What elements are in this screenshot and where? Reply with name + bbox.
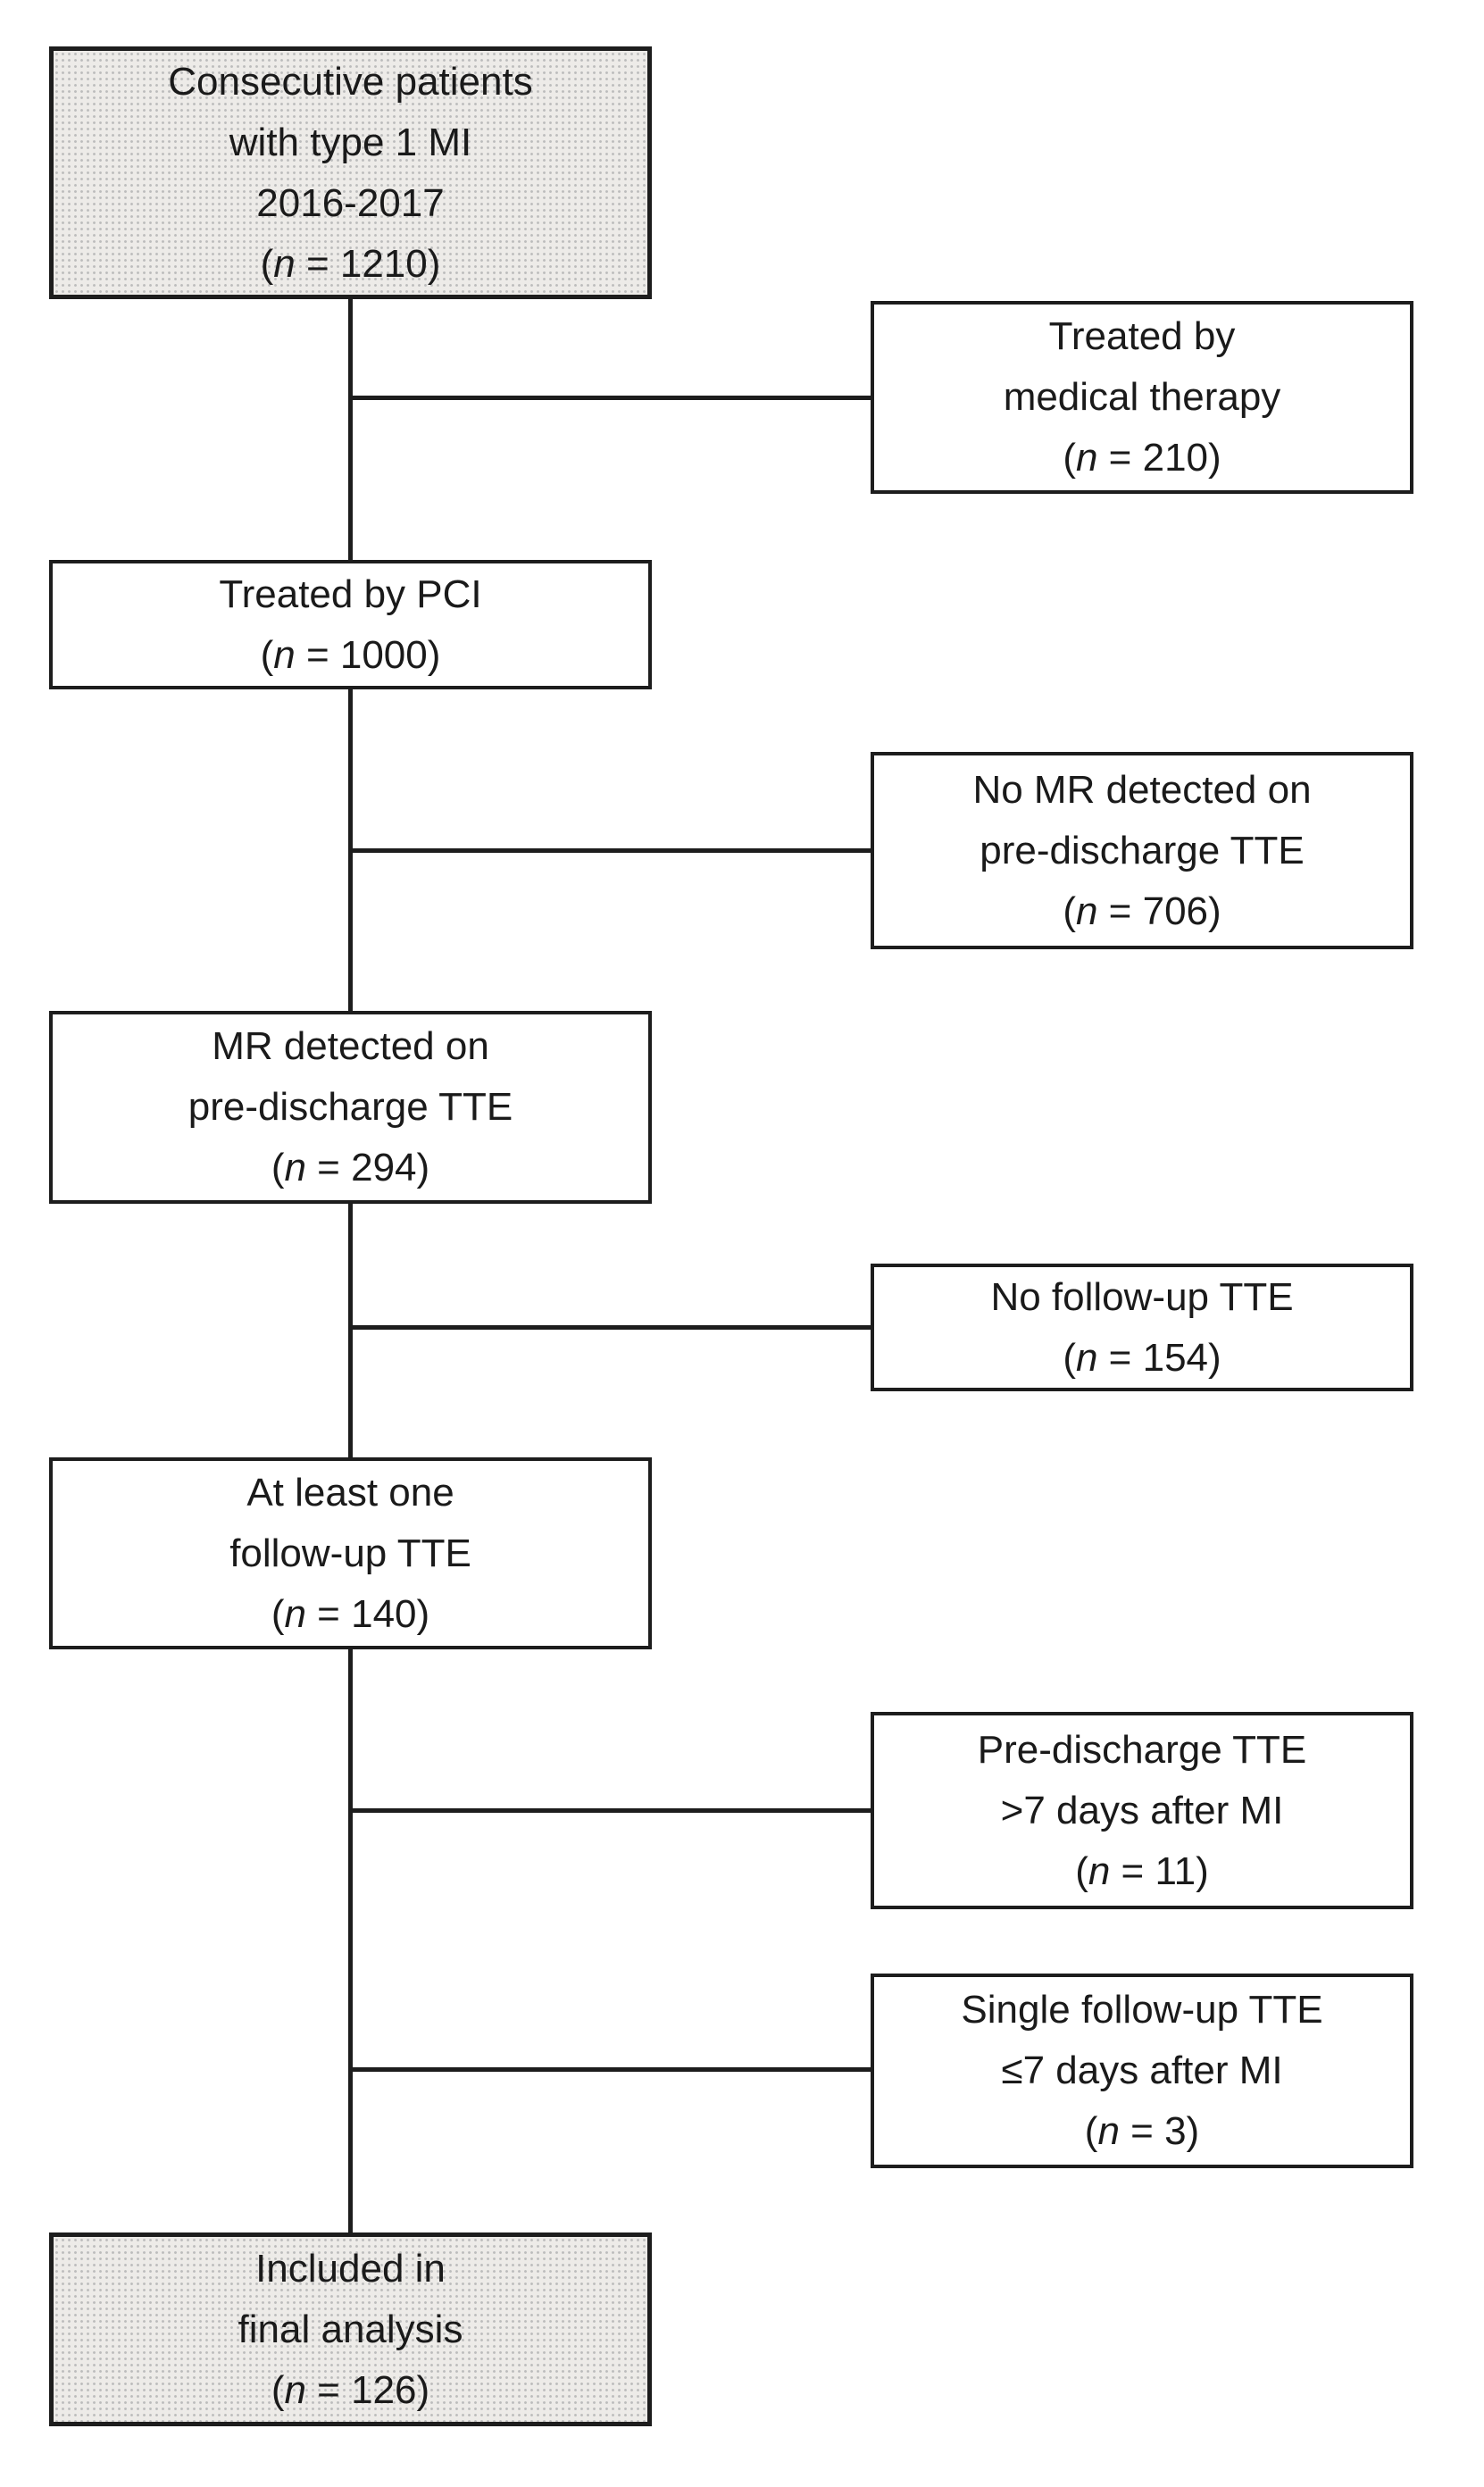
branch-to-no-mr bbox=[350, 848, 872, 853]
flow-box-final-analysis: Included in final analysis (n = 126) bbox=[49, 2232, 652, 2426]
n-paren-open: ( bbox=[1084, 2109, 1098, 2153]
box-text-line: No MR detected on bbox=[972, 767, 1312, 812]
n-value: = 294) bbox=[305, 1146, 430, 1189]
n-paren-open: ( bbox=[260, 632, 274, 677]
n-variable: n bbox=[284, 1146, 306, 1189]
box-text-line: Single follow-up TTE bbox=[961, 1988, 1323, 2032]
n-paren-open: ( bbox=[271, 1591, 285, 1636]
flow-box-followup-tte: At least one follow-up TTE (n = 140) bbox=[49, 1457, 652, 1649]
box-text-line: with type 1 MI bbox=[229, 120, 472, 164]
n-count: (n = 294) bbox=[271, 1138, 429, 1198]
box-text-line: Pre-discharge TTE bbox=[977, 1727, 1307, 1772]
box-text-line: 2016-2017 bbox=[256, 180, 445, 225]
n-variable: n bbox=[1097, 2109, 1120, 2153]
box-text-line: At least one bbox=[246, 1470, 454, 1515]
flow-box-treated-by-pci: Treated by PCI (n = 1000) bbox=[49, 560, 652, 689]
trunk-segment-4 bbox=[348, 1647, 353, 2235]
flow-box-mr-detected: MR detected on pre-discharge TTE (n = 29… bbox=[49, 1011, 652, 1204]
n-value: = 11) bbox=[1110, 1849, 1209, 1893]
branch-to-predischarge-late bbox=[350, 1808, 872, 1813]
box-text-line: Consecutive patients bbox=[168, 59, 533, 104]
branch-to-medical-therapy bbox=[350, 396, 872, 400]
flow-box-consecutive-patients: Consecutive patients with type 1 MI 2016… bbox=[49, 46, 652, 299]
n-value: = 706) bbox=[1097, 889, 1221, 933]
n-variable: n bbox=[1075, 889, 1098, 933]
n-paren-open: ( bbox=[1075, 1849, 1088, 1893]
exclusion-box-medical-therapy: Treated by medical therapy (n = 210) bbox=[871, 301, 1413, 494]
n-paren-open: ( bbox=[1063, 1335, 1076, 1380]
box-text-line: pre-discharge TTE bbox=[188, 1085, 513, 1129]
n-paren-open: ( bbox=[1063, 436, 1076, 480]
n-variable: n bbox=[1075, 436, 1098, 480]
n-variable: n bbox=[1075, 1335, 1098, 1380]
exclusion-box-no-mr: No MR detected on pre-discharge TTE (n =… bbox=[871, 752, 1413, 949]
n-value: = 3) bbox=[1119, 2109, 1200, 2153]
box-text-line: final analysis bbox=[238, 2307, 463, 2351]
n-count: (n = 126) bbox=[271, 2360, 429, 2421]
n-count: (n = 1000) bbox=[261, 625, 441, 686]
exclusion-box-single-followup: Single follow-up TTE ≤7 days after MI (n… bbox=[871, 1974, 1413, 2168]
n-value: = 126) bbox=[305, 2367, 430, 2412]
n-count: (n = 210) bbox=[1063, 428, 1221, 488]
trunk-segment-3 bbox=[348, 1201, 353, 1460]
n-variable: n bbox=[1088, 1849, 1111, 1893]
box-text-line: pre-discharge TTE bbox=[980, 828, 1305, 872]
branch-to-no-followup bbox=[350, 1325, 872, 1330]
box-text-line: Treated by PCI bbox=[219, 572, 482, 616]
n-count: (n = 154) bbox=[1063, 1328, 1221, 1389]
n-count: (n = 11) bbox=[1075, 1841, 1209, 1902]
exclusion-box-no-followup: No follow-up TTE (n = 154) bbox=[871, 1264, 1413, 1391]
box-text-line: MR detected on bbox=[212, 1024, 489, 1068]
n-paren-open: ( bbox=[271, 1146, 285, 1189]
n-paren-open: ( bbox=[271, 2367, 285, 2412]
box-text-line: medical therapy bbox=[1003, 375, 1281, 419]
n-variable: n bbox=[284, 1591, 306, 1636]
box-text-line: No follow-up TTE bbox=[990, 1274, 1294, 1319]
exclusion-box-predischarge-late: Pre-discharge TTE >7 days after MI (n = … bbox=[871, 1712, 1413, 1909]
box-text-line: Treated by bbox=[1048, 314, 1236, 358]
box-text-line: follow-up TTE bbox=[229, 1531, 471, 1575]
n-count: (n = 140) bbox=[271, 1584, 429, 1645]
n-value: = 140) bbox=[305, 1591, 430, 1636]
box-text-line: Included in bbox=[255, 2246, 446, 2291]
branch-to-single-followup bbox=[350, 2067, 872, 2072]
trunk-segment-1 bbox=[348, 296, 353, 563]
n-paren-open: ( bbox=[1063, 889, 1076, 933]
n-count: (n = 3) bbox=[1085, 2101, 1199, 2162]
n-value: = 1210) bbox=[295, 241, 441, 286]
n-count: (n = 1210) bbox=[261, 234, 441, 295]
n-paren-open: ( bbox=[260, 241, 274, 286]
n-variable: n bbox=[273, 632, 296, 677]
n-value: = 210) bbox=[1097, 436, 1221, 480]
box-text-line: ≤7 days after MI bbox=[1001, 2049, 1283, 2092]
n-value: = 154) bbox=[1097, 1335, 1221, 1380]
n-variable: n bbox=[273, 241, 296, 286]
n-count: (n = 706) bbox=[1063, 881, 1221, 942]
n-variable: n bbox=[284, 2367, 306, 2412]
n-value: = 1000) bbox=[295, 632, 441, 677]
box-text-line: >7 days after MI bbox=[1000, 1788, 1284, 1832]
